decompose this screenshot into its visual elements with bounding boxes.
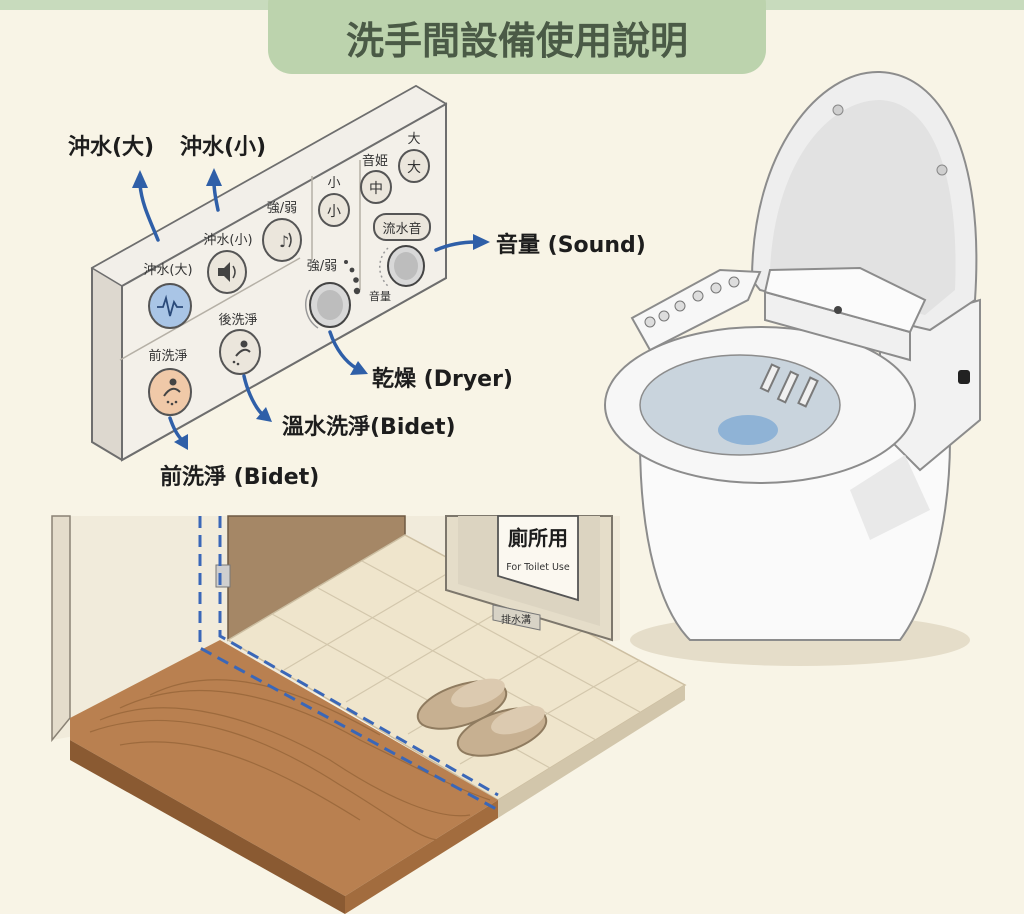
flow-sound-button[interactable]: 流水音 (373, 213, 431, 241)
svg-text:♪: ♪ (279, 232, 289, 251)
volume-large-button[interactable]: 大 大 (398, 132, 430, 183)
page-title: 洗手間設備使用說明 (346, 19, 688, 63)
otohime-label: 音姫 (362, 153, 388, 169)
toilet-use-sign: 廁所用 For Toilet Use (497, 515, 579, 602)
side-control-panel (630, 268, 762, 352)
flush-large-callout: 沖水(大) (68, 135, 154, 160)
volume-small-label: 小 (327, 176, 340, 191)
wave-icon (157, 294, 183, 317)
sound-callout: 音量 (Sound) (496, 232, 646, 258)
volume-medium-key: 中 (369, 181, 383, 197)
drain-plate: 排水溝 (492, 604, 541, 631)
bidet-rear-callout: 溫水洗淨(Bidet) (282, 414, 456, 440)
flush-small-callout: 沖水(小) (180, 135, 266, 160)
toilet-illustration (604, 70, 981, 666)
door-hinge (215, 564, 231, 588)
volume-medium-button[interactable]: 音姫 中 (360, 153, 392, 204)
strength-key-label: 強/弱 (267, 201, 297, 216)
bidet-rear-icon (232, 340, 251, 366)
dryer-knob[interactable] (305, 260, 361, 329)
drain-label: 排水溝 (501, 613, 531, 626)
bidet-front-icon (163, 378, 181, 406)
volume-large-key: 大 (407, 160, 421, 176)
flush-small-button[interactable]: 沖水(小) (203, 233, 253, 294)
volume-label: 音量 (369, 289, 391, 303)
front-wash-button[interactable]: 前洗淨 (148, 348, 192, 416)
sign-subtitle: For Toilet Use (506, 562, 570, 573)
volume-knob[interactable] (379, 245, 425, 287)
sign-title: 廁所用 (508, 526, 568, 550)
dryer-callout: 乾燥 (Dryer) (372, 366, 513, 392)
volume-small-key: 小 (327, 204, 341, 220)
slippers (416, 678, 548, 757)
dashed-boundary (198, 516, 499, 812)
rear-wash-button[interactable]: 後洗淨 (218, 313, 261, 375)
strength-knob-label: 強/弱 (307, 259, 337, 274)
bathroom-floor-scene: 廁所用 For Toilet Use 排水溝 (51, 515, 687, 914)
remote-control-panel: 沖水(大) 沖水(小) 強/弱 ♪ 小 小 (90, 84, 448, 462)
bidet-front-callout: 前洗淨 (Bidet) (160, 464, 319, 490)
strength-button[interactable]: 強/弱 ♪ (262, 201, 302, 262)
sound-icon: ♪ (279, 232, 292, 251)
volume-small-button[interactable]: 小 小 (318, 176, 350, 227)
front-wash-key-label: 前洗淨 (148, 348, 187, 364)
flow-sound-label: 流水音 (382, 221, 421, 237)
volume-large-label: 大 (407, 132, 420, 147)
speaker-icon (218, 262, 236, 282)
flush-large-key-label: 沖水(大) (143, 263, 192, 278)
title-banner: 洗手間設備使用說明 (268, 0, 766, 74)
rear-wash-key-label: 後洗淨 (218, 313, 257, 328)
flush-small-key-label: 沖水(小) (203, 233, 252, 248)
callout-arrows (132, 168, 490, 450)
wooden-step (70, 640, 498, 896)
flush-large-button[interactable]: 沖水(大) (143, 263, 193, 329)
